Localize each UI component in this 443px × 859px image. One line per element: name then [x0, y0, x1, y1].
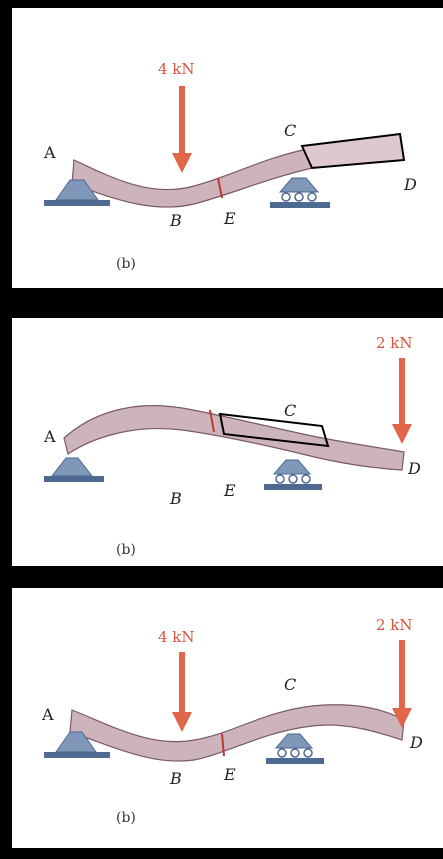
- force-label-4kn: 4 kN: [158, 60, 195, 78]
- ground-c: [266, 758, 324, 764]
- point-label-a: A: [43, 427, 56, 446]
- caption: (b): [116, 810, 136, 826]
- pin-support-a: [50, 457, 94, 477]
- divider-line: [72, 575, 438, 580]
- roller-3: [303, 748, 313, 758]
- point-label-b: B: [169, 489, 182, 508]
- deflected-beam: [71, 147, 313, 208]
- plus-sign: +: [218, 282, 244, 317]
- panel-load-2kn: 2 kN A B E C D (b): [12, 318, 443, 566]
- point-label-c: C: [284, 121, 296, 140]
- force-label-2kn: 2 kN: [376, 334, 413, 352]
- point-label-e: E: [223, 481, 236, 500]
- point-label-b: B: [169, 769, 182, 788]
- caption: (b): [116, 542, 136, 558]
- undeflected-overhang: [300, 132, 406, 170]
- force-label-4kn: 4 kN: [158, 628, 195, 646]
- roller-2: [294, 192, 304, 202]
- ground-a: [44, 752, 110, 758]
- point-label-c: C: [284, 675, 296, 694]
- roller-2: [290, 748, 300, 758]
- roller-3: [307, 192, 317, 202]
- panel-2-svg: 2 kN A B E C D (b): [43, 334, 421, 558]
- roller-support-c: [278, 177, 320, 193]
- ground-a: [44, 476, 104, 482]
- roller-support-c: [274, 733, 314, 749]
- roller-1: [281, 192, 291, 202]
- ground-a: [44, 200, 110, 206]
- force-arrowhead-4kn: [172, 712, 192, 732]
- roller-1: [277, 748, 287, 758]
- panel-combined-load: 4 kN 2 kN A B E C D (b): [12, 588, 443, 848]
- point-label-a: A: [41, 705, 54, 724]
- deflected-beam: [63, 405, 405, 471]
- deflected-beam: [69, 704, 405, 762]
- point-label-d: D: [409, 733, 423, 752]
- ground-c: [264, 484, 322, 490]
- section-e-mark: [221, 733, 225, 757]
- section-e-mark: [209, 409, 215, 433]
- roller-1: [275, 474, 285, 484]
- point-label-a: A: [43, 143, 56, 162]
- ground-c: [270, 202, 330, 208]
- point-label-d: D: [407, 459, 421, 478]
- point-label-b: B: [169, 211, 182, 230]
- force-arrowhead-2kn: [392, 708, 412, 728]
- equals-sign: =: [30, 559, 56, 594]
- point-label-e: E: [223, 765, 236, 784]
- panel-load-4kn: 4 kN A B E C D (b): [12, 8, 443, 288]
- force-arrowhead-4kn: [172, 153, 192, 173]
- roller-2: [288, 474, 298, 484]
- undeflected-segment: [218, 412, 330, 448]
- point-label-c: C: [284, 401, 296, 420]
- force-label-2kn: 2 kN: [376, 616, 413, 634]
- panel-1-svg: 4 kN A B E C D (b): [43, 60, 417, 272]
- section-e-mark: [217, 177, 223, 199]
- roller-3: [301, 474, 311, 484]
- force-arrowhead-2kn: [392, 424, 412, 444]
- caption: (b): [116, 256, 136, 272]
- point-label-d: D: [403, 175, 417, 194]
- point-label-e: E: [223, 209, 236, 228]
- panel-3-svg: 4 kN 2 kN A B E C D (b): [41, 616, 423, 826]
- roller-support-c: [272, 459, 312, 475]
